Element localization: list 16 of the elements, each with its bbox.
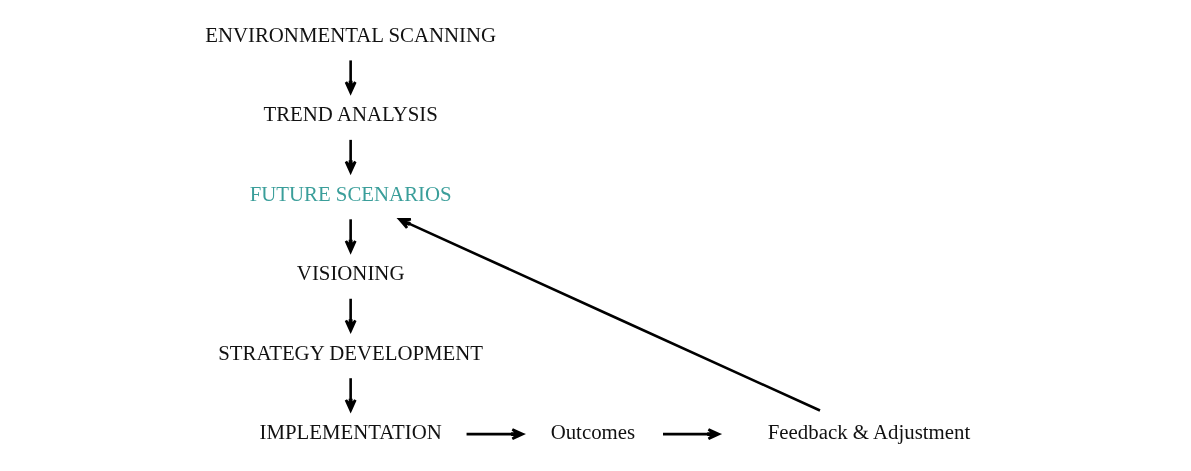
arrow [344,60,357,94]
arrow [663,428,721,441]
arrow [344,139,357,174]
node-text: Feedback & Adjustment [767,420,971,445]
arrow [344,378,357,412]
node-text: ENVIRONMENTAL SCANNING [205,22,497,47]
node-text: Outcomes [550,420,636,445]
node-text: IMPLEMENTATION [259,420,442,445]
node-text: STRATEGY DEVELOPMENT [218,340,484,365]
node-text: FUTURE SCENARIOS [249,181,452,206]
arrow [398,217,821,412]
arrow [344,219,357,253]
arrow [466,428,525,441]
node-text: VISIONING [296,261,405,286]
arrow [344,298,357,333]
node-text: TREND ANALYSIS [263,102,438,127]
